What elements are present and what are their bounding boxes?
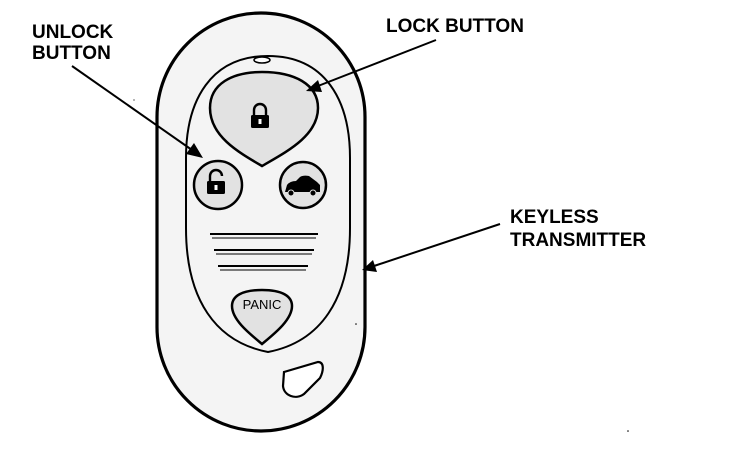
panic-label: PANIC: [243, 297, 282, 312]
unlock-icon: [207, 168, 225, 194]
unlock-label-line2: BUTTON: [32, 43, 111, 64]
car-trunk-icon: [285, 175, 320, 197]
key-ring-hole: [281, 360, 324, 398]
fob-top-slot: [253, 56, 271, 64]
lock-label: LOCK BUTTON: [386, 16, 524, 37]
scan-specks: [133, 99, 629, 432]
lock-leader: [306, 39, 437, 92]
keyless-label-line2: TRANSMITTER: [510, 230, 646, 251]
trunk-button[interactable]: [278, 160, 328, 210]
panic-button[interactable]: PANIC: [230, 288, 294, 346]
unlock-label-line1: UNLOCK: [32, 22, 114, 43]
keyless-label-line1: KEYLESS: [510, 207, 599, 228]
unlock-leader: [71, 65, 203, 158]
transmitter-leader: [362, 223, 501, 272]
fob-inner-panel: [185, 54, 351, 354]
lock-icon: [251, 102, 269, 128]
unlock-button[interactable]: [192, 159, 244, 211]
grip-ridges: [210, 233, 318, 271]
